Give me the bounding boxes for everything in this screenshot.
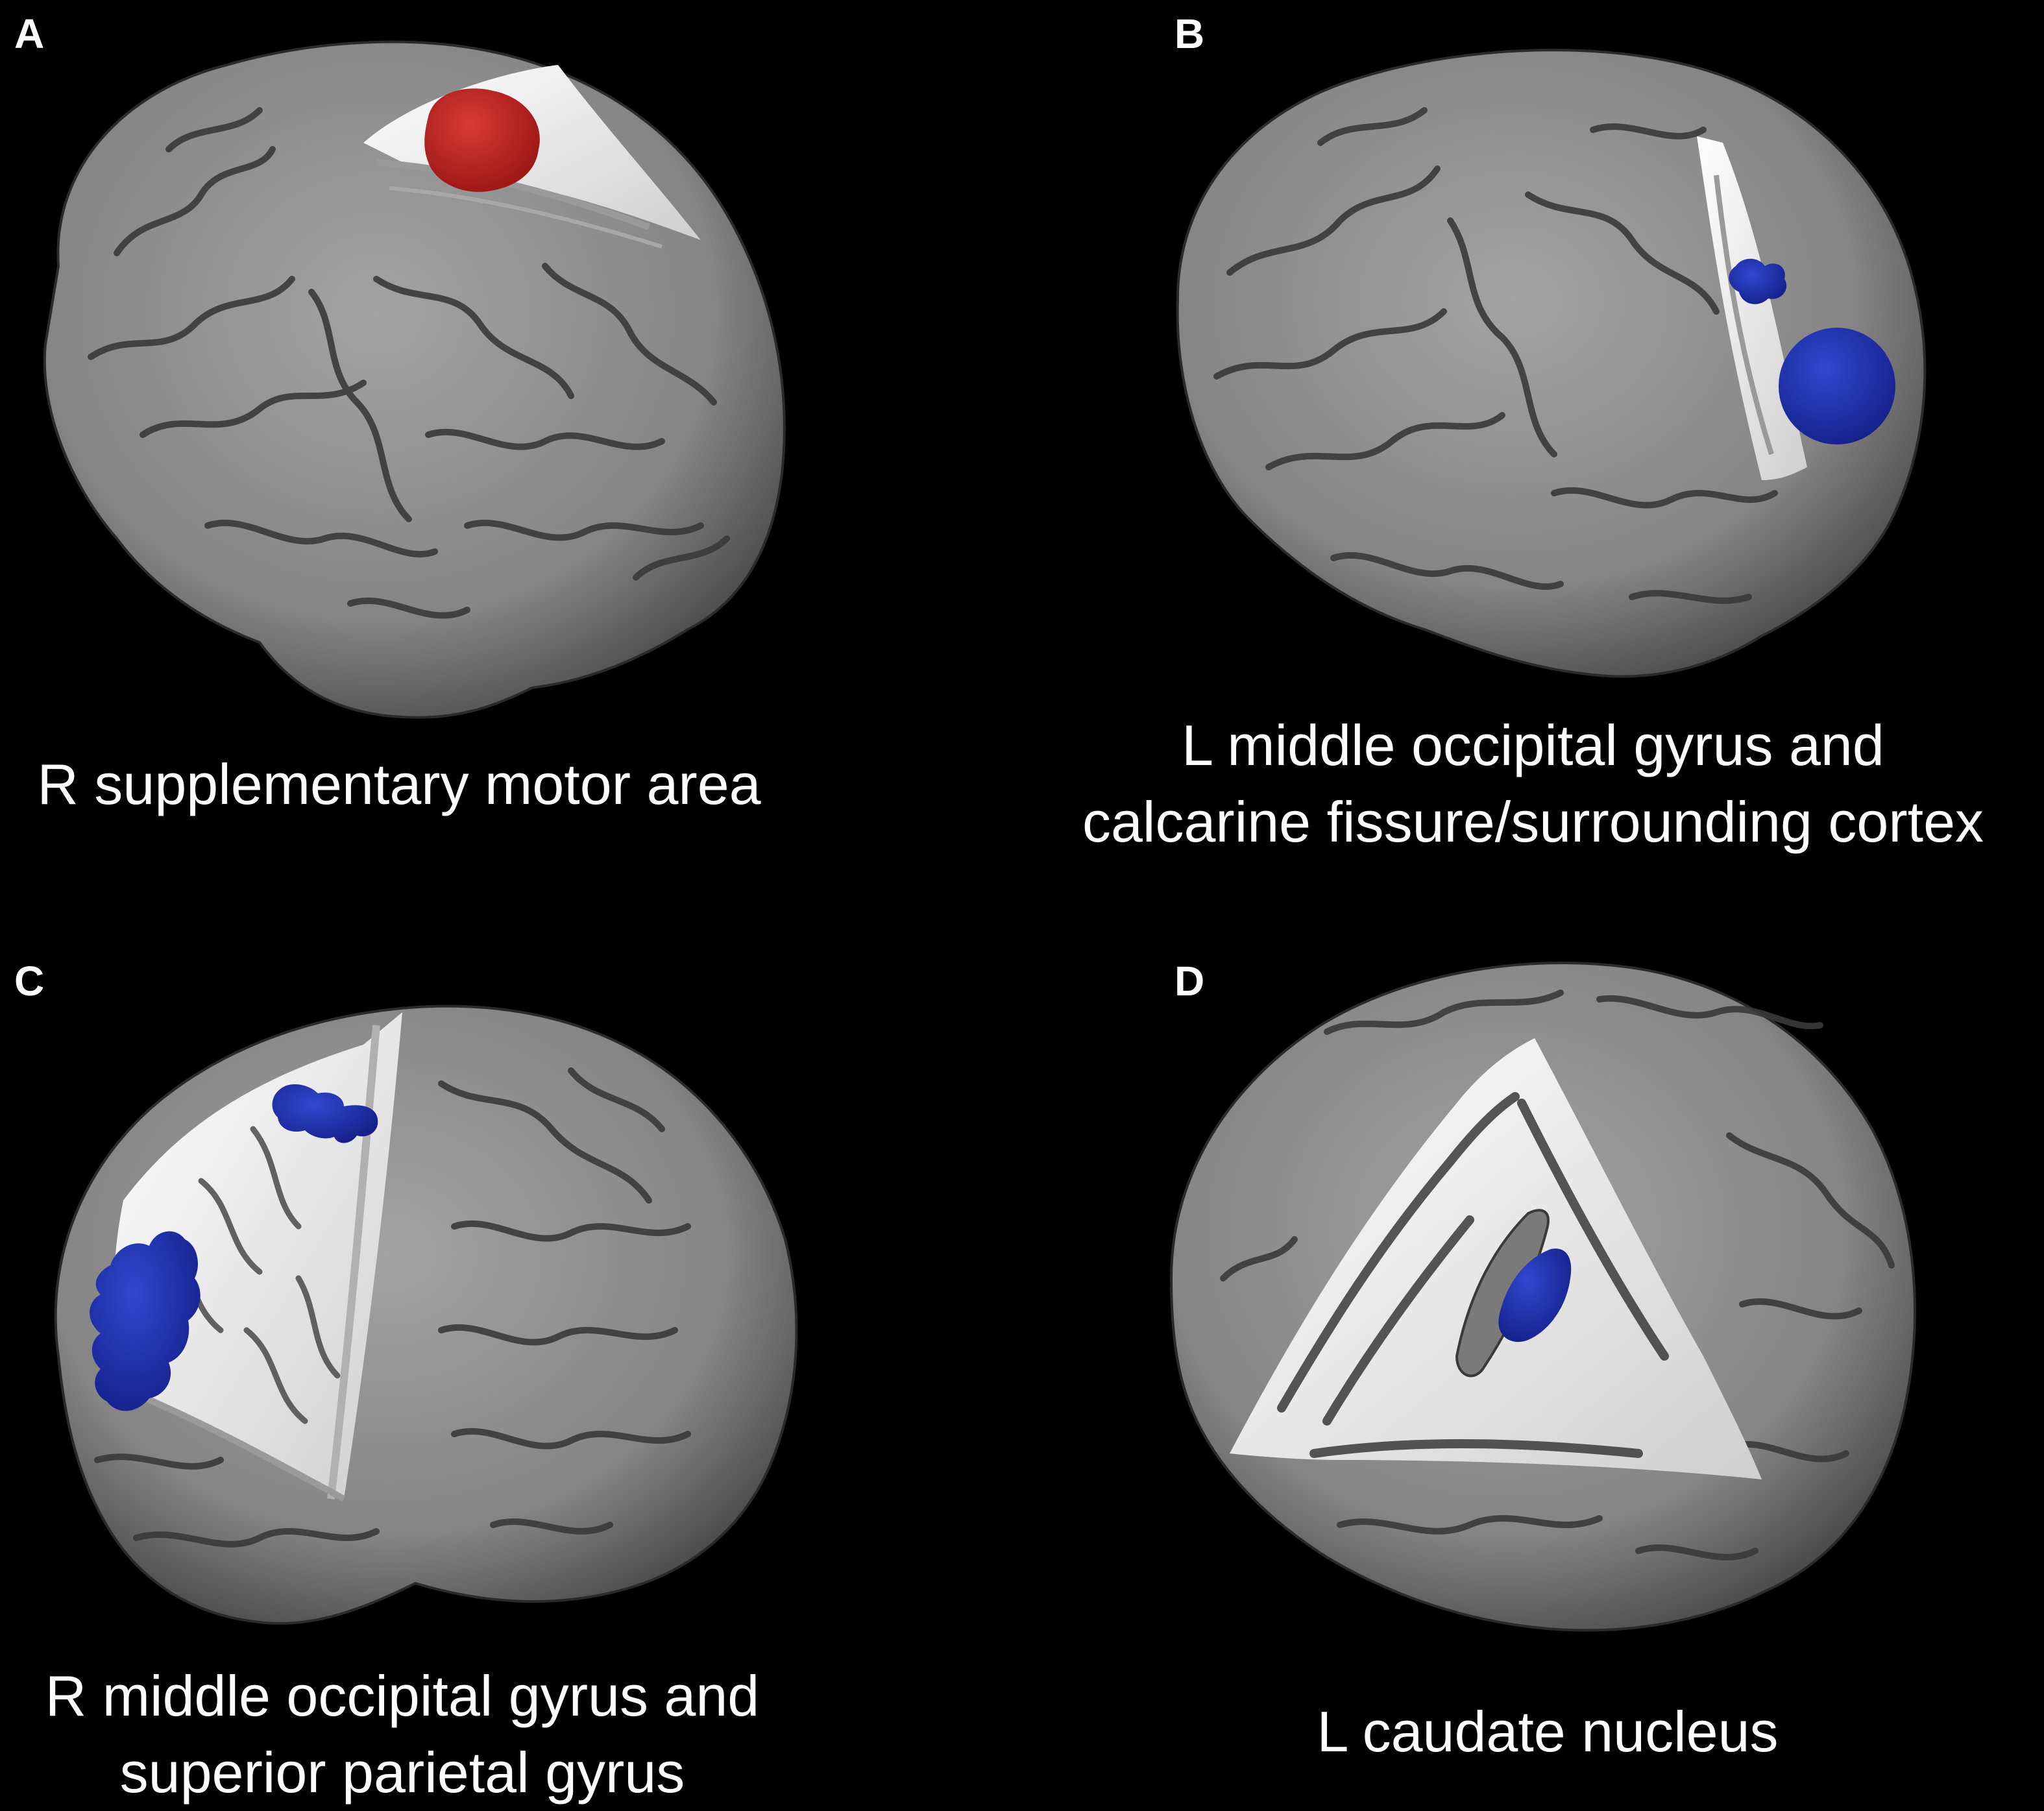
brain-render-d: [1169, 962, 1916, 1632]
caption-b-line-1: L middle occipital gyrus and: [1182, 713, 1884, 777]
caption-d-line-1: L caudate nucleus: [1317, 1699, 1779, 1764]
panel-letter-a: A: [14, 10, 45, 57]
cluster-b-large: [1779, 328, 1895, 444]
cluster-b-small: [1729, 258, 1787, 304]
caption-a: R supplementary motor area: [0, 746, 798, 823]
brain-render-c: [54, 1004, 798, 1625]
caption-a-line-1: R supplementary motor area: [37, 752, 761, 816]
brain-render-b: [1176, 49, 1927, 678]
caption-c-line-1: R middle occipital gyrus and: [45, 1664, 760, 1728]
cluster-a: [424, 88, 540, 192]
panel-letter-d: D: [1174, 958, 1205, 1004]
brain-render-a: [43, 40, 786, 719]
panel-d: D: [1022, 902, 2044, 1808]
cluster-c-lower: [90, 1231, 201, 1411]
caption-b: L middle occipital gyrus and calcarine f…: [1022, 707, 2044, 860]
panel-letter-b: B: [1174, 10, 1205, 57]
panel-c: C: [0, 902, 1022, 1808]
cluster-c-upper: [272, 1084, 378, 1143]
cluster-d: [1498, 1248, 1572, 1343]
caption-c: R middle occipital gyrus and superior pa…: [0, 1658, 805, 1811]
panel-b: B L middle occipital gyrus: [1022, 0, 2044, 902]
caption-b-line-2: calcarine fissure/surrounding cortex: [1082, 790, 1984, 854]
panel-letter-c: C: [14, 958, 45, 1004]
caption-c-line-2: superior parietal gyrus: [119, 1740, 685, 1805]
caption-d: L caudate nucleus: [1145, 1694, 1950, 1770]
panel-a: A R supp: [0, 0, 1022, 902]
